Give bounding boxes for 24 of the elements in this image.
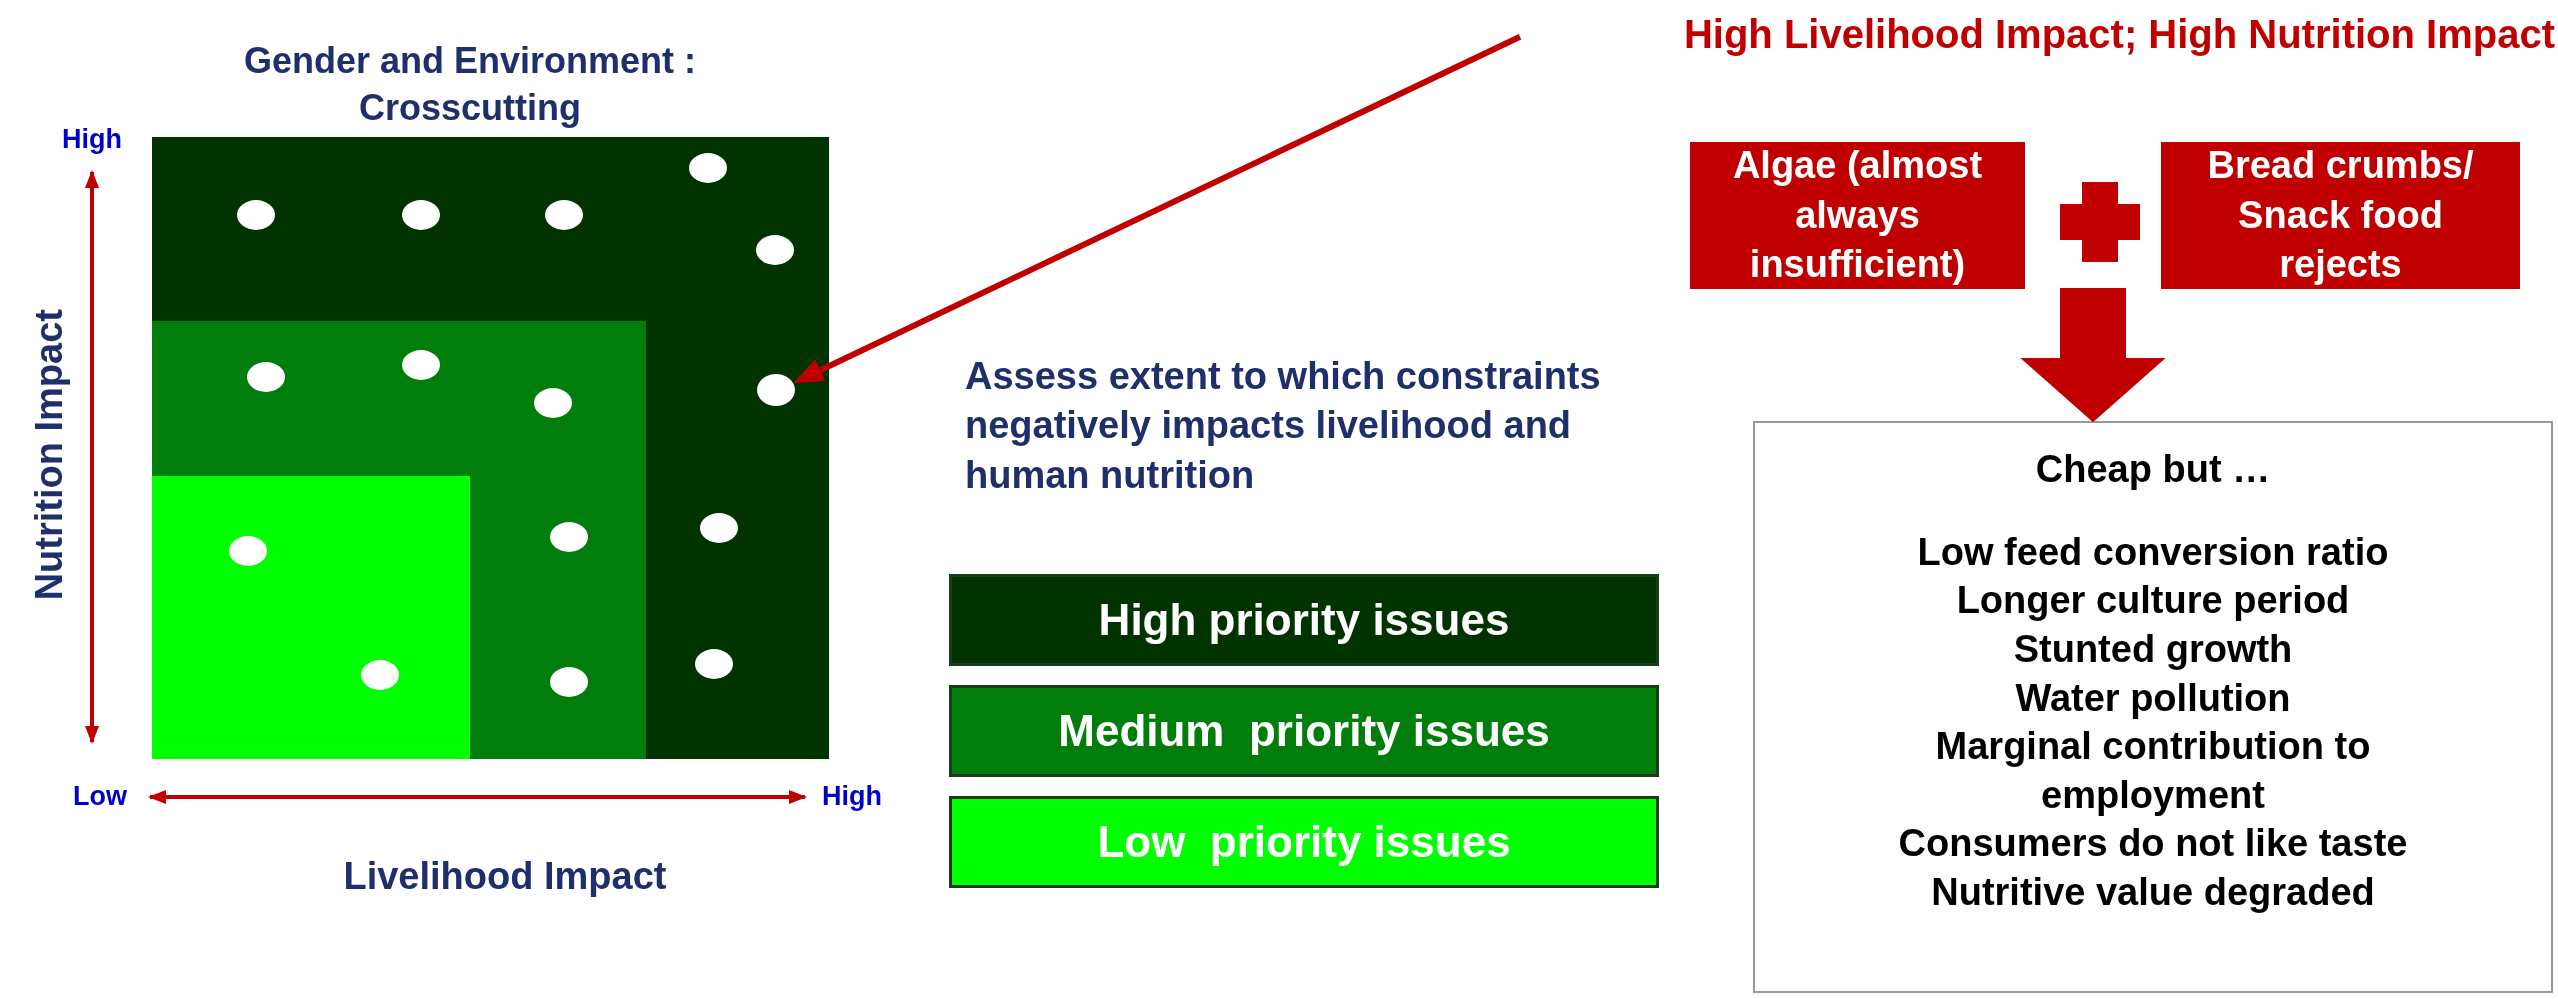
priority-box: Medium priority issues	[949, 685, 1659, 777]
axis-label: High	[821, 780, 883, 813]
priority-box: Low priority issues	[949, 796, 1659, 888]
list-item: Longer culture period	[1956, 578, 2350, 624]
list-item: Nutritive value degraded	[1931, 870, 2375, 915]
input-box: Algae (almost always insufficient)	[1690, 142, 2025, 289]
heading: Gender and Environment : Crosscutting	[242, 39, 698, 130]
priority-box: High priority issues	[949, 574, 1659, 666]
arrow	[793, 34, 1522, 384]
list-item: Low feed conversion ratio	[1917, 529, 2389, 575]
list-item: Marginal contribution to employment	[1934, 724, 2372, 818]
callout-text: High Livelihood Impact; High Nutrition Impact	[1505, 6, 2555, 62]
block-arrow	[2020, 288, 2166, 423]
box-heading: Cheap but …	[2035, 447, 2271, 492]
axis-label: Low	[72, 780, 128, 813]
list-item: Consumers do not like taste	[1898, 821, 2408, 867]
axis-label: High	[61, 123, 123, 156]
axis-title: Livelihood Impact	[342, 854, 668, 899]
note-text: Assess extent to which constraints negatively impacts livelihood and human nutrition	[965, 354, 1602, 498]
input-box: Bread crumbs/ Snack food rejects	[2161, 142, 2520, 289]
result-box	[1753, 421, 2553, 993]
list-item: Water pollution	[2015, 675, 2291, 721]
list-item: Stunted growth	[2013, 626, 2293, 672]
axis-title: Nutrition Impact	[27, 308, 72, 603]
